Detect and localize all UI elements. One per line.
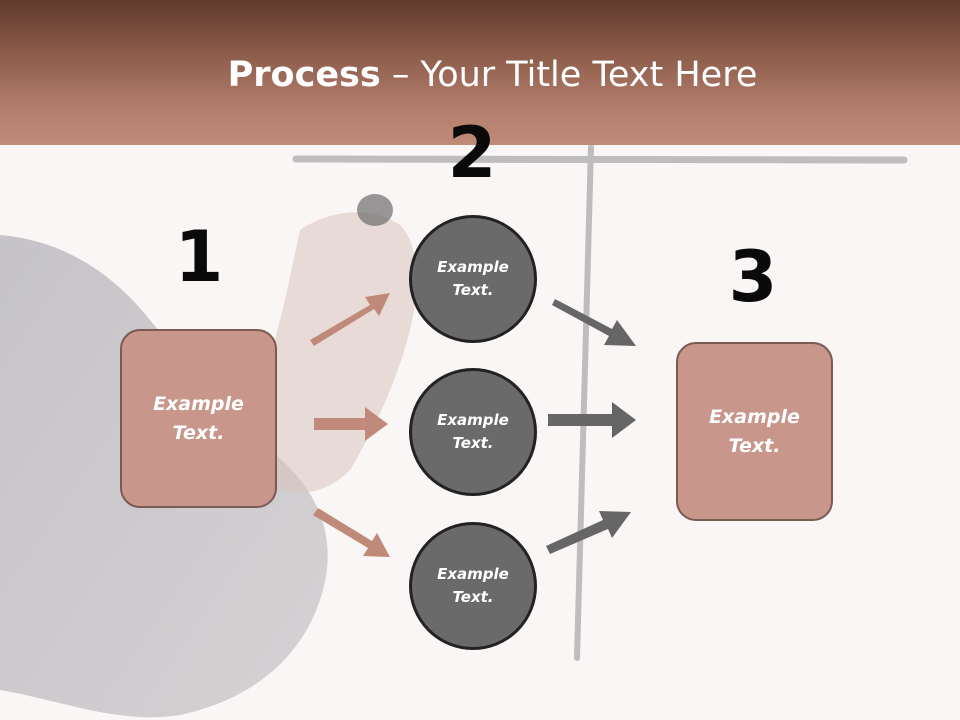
title-bar bbox=[0, 0, 960, 145]
step-3-box[interactable]: Example Text. bbox=[676, 342, 833, 521]
arrow-1-to-2-top bbox=[310, 293, 390, 346]
step-2-label-middle: Example Text. bbox=[437, 411, 509, 452]
hand-shape bbox=[257, 212, 417, 493]
slide-title: Process – Your Title Text Here bbox=[0, 54, 960, 96]
step-number-3: 3 bbox=[728, 236, 778, 318]
title-bold: Process bbox=[227, 55, 381, 95]
step-1-label: Example Text. bbox=[153, 392, 244, 444]
step-2-circle-top[interactable]: Example Text. bbox=[409, 215, 537, 343]
arrow-2bottom-to-3 bbox=[546, 511, 631, 554]
step-number-1: 1 bbox=[174, 216, 224, 298]
step-2-label-bottom: Example Text. bbox=[437, 565, 509, 606]
title-rest: – Your Title Text Here bbox=[380, 55, 758, 95]
step-2-label-top: Example Text. bbox=[437, 258, 509, 299]
arrow-1-to-2-bottom bbox=[313, 508, 390, 557]
arrow-2middle-to-3 bbox=[548, 402, 636, 438]
arrow-2top-to-3 bbox=[552, 299, 636, 346]
step-3-label: Example Text. bbox=[709, 405, 800, 457]
marker-cap bbox=[357, 194, 393, 226]
step-2-circle-bottom[interactable]: Example Text. bbox=[409, 522, 537, 650]
step-2-circle-middle[interactable]: Example Text. bbox=[409, 368, 537, 496]
board-line-horizontal bbox=[292, 155, 908, 164]
board-line-vertical bbox=[574, 144, 594, 661]
arrow-1-to-2-middle bbox=[314, 407, 388, 441]
step-number-2: 2 bbox=[447, 112, 497, 194]
step-1-box[interactable]: Example Text. bbox=[120, 329, 277, 508]
